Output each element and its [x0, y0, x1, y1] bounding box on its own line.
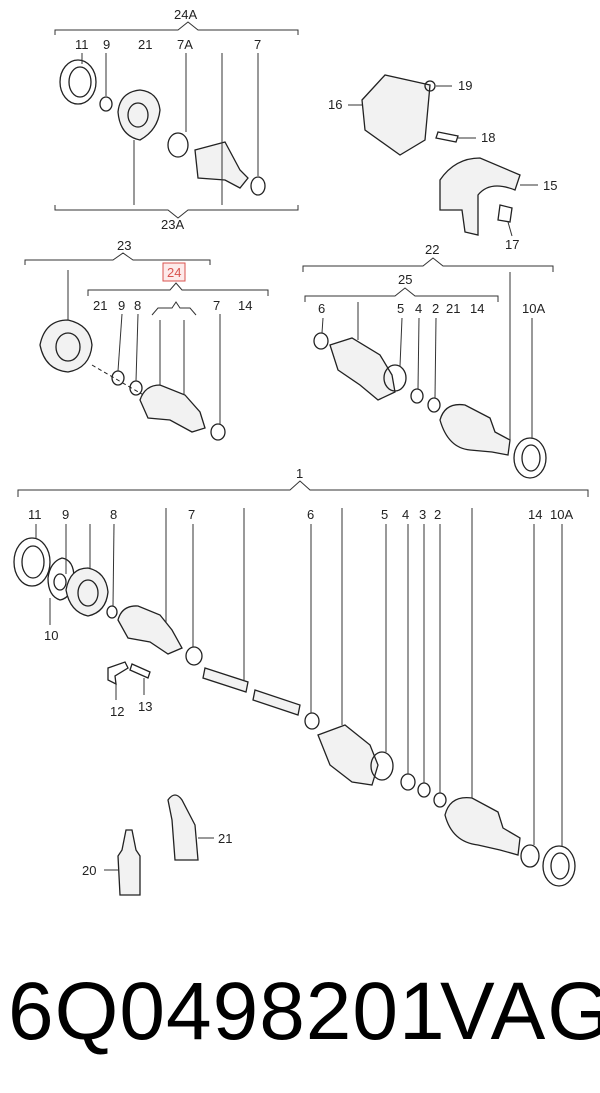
nut: [424, 80, 436, 92]
highlight-box-24: [162, 262, 186, 282]
clamp-right: [313, 332, 329, 350]
group-label-23: 23: [117, 238, 131, 253]
callout-21-mid: 21: [93, 298, 107, 313]
callout-4-right: 4: [415, 301, 422, 316]
group-label-25: 25: [398, 272, 412, 287]
cv-joint: [117, 89, 161, 141]
grease-tube: [167, 794, 199, 861]
abs-ring-bottom: [542, 845, 576, 887]
callout-3-bottom: 3: [419, 507, 426, 522]
callout-21-right: 21: [446, 301, 460, 316]
callout-12-bottom: 12: [110, 704, 124, 719]
callout-21: 21: [138, 37, 152, 52]
callout-13-bottom: 13: [138, 699, 152, 714]
callout-6-bottom: 6: [307, 507, 314, 522]
callout-2-bottom: 2: [434, 507, 441, 522]
drive-shaft-part-b: [252, 689, 301, 716]
clamp: [167, 132, 189, 158]
group-24a: 24A 11 9 21 7A 7 23A: [54, 7, 299, 232]
callout-10-bottom: 10: [44, 628, 58, 643]
drive-shaft-part-a: [202, 667, 249, 693]
callout-17: 17: [505, 237, 519, 252]
callout-20-bottom: 20: [82, 863, 96, 878]
screw: [497, 204, 513, 223]
clamp-mid: [210, 423, 226, 441]
callout-19: 19: [458, 78, 472, 93]
grease-bottle: [117, 829, 141, 896]
callout-11: 11: [75, 37, 89, 52]
callout-11-bottom: 11: [28, 507, 42, 522]
group-label-23a: 23A: [161, 217, 184, 232]
washer-4-bottom: [400, 773, 416, 791]
callout-9-mid: 9: [118, 298, 125, 313]
abs-ring-right: [513, 437, 547, 479]
group-label-24: 24: [167, 265, 181, 280]
caption: 6Q0498201 VAG: [0, 965, 600, 1085]
boot-inner-bottom: [117, 605, 183, 655]
callout-7-bottom: 7: [188, 507, 195, 522]
inner-joint-bottom: [65, 567, 109, 617]
callout-5-bottom: 5: [381, 507, 388, 522]
seal-ring: [59, 59, 97, 105]
callout-14-mid: 14: [238, 298, 252, 313]
callout-18: 18: [481, 130, 495, 145]
clamp-5-bottom: [370, 751, 394, 781]
boot-right: [329, 337, 396, 401]
boot-mid: [139, 384, 206, 433]
callout-8-mid: 8: [134, 298, 141, 313]
callout-7a: 7A: [177, 37, 193, 52]
clamp-6-bottom: [304, 712, 320, 730]
callout-9: 9: [103, 37, 110, 52]
outer-joint-bottom: [444, 796, 521, 856]
callout-10a-right: 10A: [522, 301, 545, 316]
washer-mid: [111, 370, 125, 386]
seal-ring-bottom: [13, 537, 51, 587]
circlip-right: [427, 397, 441, 413]
callout-6-right: 6: [318, 301, 325, 316]
group-23: 23 24 21 9 8 7 14: [24, 238, 269, 441]
callout-9-bottom: 9: [62, 507, 69, 522]
bearing-14-bottom: [520, 844, 540, 868]
callout-14-bottom: 14: [528, 507, 542, 522]
callout-21-bottom: 21: [218, 831, 232, 846]
callout-10a-bottom: 10A: [550, 507, 573, 522]
lock-plate: [107, 661, 129, 686]
bolt: [435, 131, 459, 143]
callout-15: 15: [543, 178, 557, 193]
callout-8-bottom: 8: [110, 507, 117, 522]
callout-14-right: 14: [470, 301, 484, 316]
clamp-bottom: [185, 646, 203, 666]
group-label-24a: 24A: [174, 7, 197, 22]
callout-5-right: 5: [397, 301, 404, 316]
circlip-bottom: [106, 605, 118, 619]
brand-text: VAG: [440, 966, 600, 1057]
group-label-1: 1: [296, 466, 303, 481]
heat-shield-upper: [361, 74, 431, 156]
group-label-22: 22: [425, 242, 439, 257]
clamp-small: [250, 176, 266, 196]
heat-shield-lower: [439, 157, 521, 236]
washer: [99, 96, 113, 112]
inner-joint: [39, 319, 93, 373]
callout-2-right: 2: [432, 301, 439, 316]
circlip-2-bottom: [433, 792, 447, 808]
part-number-text: 6Q0498201: [8, 966, 446, 1057]
washer-right: [410, 388, 424, 404]
callout-4-bottom: 4: [402, 507, 409, 522]
outer-joint-right: [439, 403, 511, 456]
callout-7: 7: [254, 37, 261, 52]
heat-shield-group: 16 19 18 15 17: [328, 74, 557, 252]
callout-16: 16: [328, 97, 342, 112]
boot-outer-bottom: [317, 724, 379, 786]
group-22: 22 25 6 5 4 2 21 14 10A: [302, 242, 554, 479]
exploded-parts-diagram: 24A 11 9 21 7A 7 23A 16 19 18: [13, 7, 589, 896]
clamp-large-right: [383, 364, 407, 392]
spacer-3-bottom: [417, 782, 431, 798]
bolt-13: [129, 663, 151, 679]
group-1: 1 11 9 8 7 6 5 4 3 2 14 10A 10: [13, 466, 589, 896]
callout-7-mid: 7: [213, 298, 220, 313]
